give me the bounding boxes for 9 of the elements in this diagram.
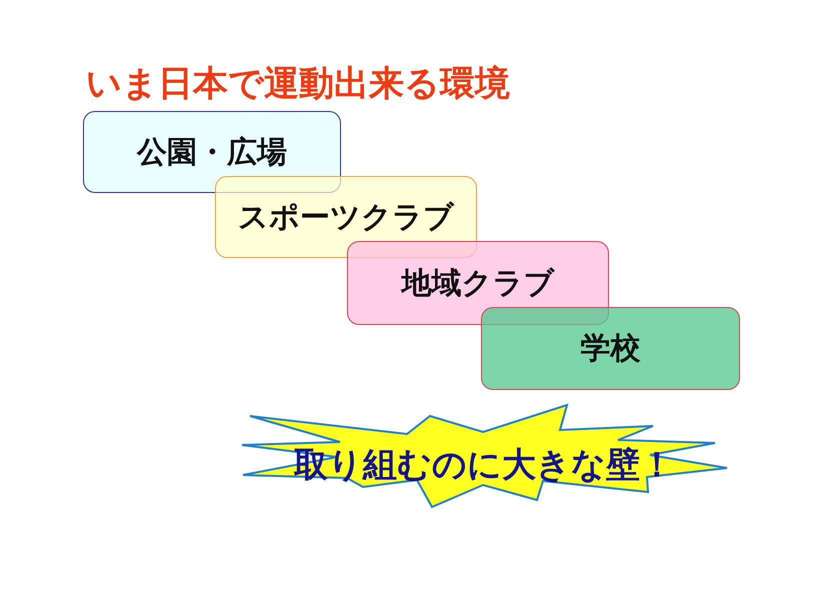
rounded-box (481, 307, 740, 390)
rounded-box (347, 241, 609, 325)
box-label: 公園・広場 (137, 134, 287, 172)
box-label: 地域クラブ (402, 264, 554, 302)
box-label: スポーツクラブ (238, 198, 454, 236)
rounded-box (215, 176, 477, 258)
title: いま日本で運動出来る環境 (86, 63, 510, 106)
rounded-box (83, 111, 341, 193)
box-label: 学校 (580, 330, 640, 368)
